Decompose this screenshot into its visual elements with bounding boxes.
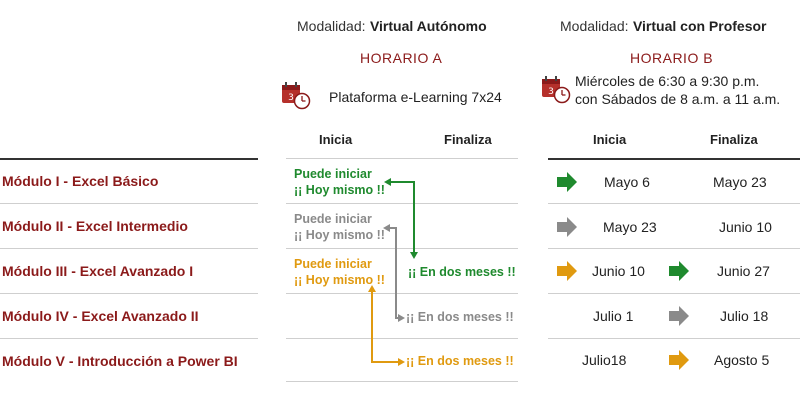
svg-text:3: 3 [548, 87, 554, 97]
col-a-end: Finaliza [444, 132, 492, 147]
right-arrow-icon [557, 261, 577, 281]
right-arrow-icon [557, 217, 577, 237]
divider [0, 293, 258, 294]
divider [286, 248, 518, 249]
col-a-start: Inicia [319, 132, 353, 147]
module-name: Módulo IV - Excel Avanzado II [2, 308, 199, 324]
b-start-cell: Junio 10 [592, 263, 645, 279]
a-start-cell: Puede iniciar ¡¡ Hoy mismo !! [294, 212, 385, 242]
b-end-cell: Junio 27 [717, 263, 770, 279]
right-arrow-icon [669, 350, 689, 370]
divider [548, 338, 800, 339]
a-end-cell: ¡¡ En dos meses !! [406, 354, 514, 368]
horario-a-title: HORARIO A [360, 50, 443, 66]
divider [548, 248, 800, 249]
divider [286, 293, 518, 294]
right-arrow-icon [669, 261, 689, 281]
divider [286, 381, 518, 382]
divider [286, 203, 518, 204]
divider [0, 158, 258, 160]
divider [286, 338, 518, 339]
horario-b-info: Miércoles de 6:30 a 9:30 p.m. con Sábado… [575, 73, 781, 107]
modalidad-a: Modalidad: Virtual Autónomo [297, 18, 487, 34]
b-end-cell: Junio 10 [719, 219, 772, 235]
col-b-start: Inicia [593, 132, 627, 147]
divider [0, 248, 258, 249]
module-name: Módulo V - Introducción a Power BI [2, 353, 238, 369]
b-start-cell: Mayo 23 [603, 219, 657, 235]
module-name: Módulo II - Excel Intermedio [2, 218, 188, 234]
calendar-clock-icon: 3 [282, 82, 311, 110]
a-end-cell: ¡¡ En dos meses !! [408, 265, 516, 279]
right-arrow-icon [557, 172, 577, 192]
b-end-cell: Julio 18 [720, 308, 769, 324]
b-end-cell: Mayo 23 [713, 174, 767, 190]
module-name: Módulo III - Excel Avanzado I [2, 263, 194, 279]
divider [0, 203, 258, 204]
divider [548, 158, 800, 160]
b-start-cell: Julio 1 [593, 308, 634, 324]
divider [0, 338, 258, 339]
divider [548, 203, 800, 204]
right-arrow-icon [669, 306, 689, 326]
horario-b-title: HORARIO B [630, 50, 714, 66]
a-start-cell: Puede iniciar ¡¡ Hoy mismo !! [294, 257, 385, 287]
calendar-clock-icon: 3 [542, 76, 571, 104]
horario-a-info: Plataforma e-Learning 7x24 [329, 89, 502, 105]
module-name: Módulo I - Excel Básico [2, 173, 159, 189]
svg-text:3: 3 [288, 93, 294, 103]
divider [286, 158, 518, 159]
b-end-cell: Agosto 5 [714, 352, 770, 368]
modalidad-b: Modalidad: Virtual con Profesor [560, 18, 767, 34]
col-b-end: Finaliza [710, 132, 758, 147]
b-start-cell: Mayo 6 [604, 174, 650, 190]
a-end-cell: ¡¡ En dos meses !! [406, 310, 514, 324]
b-start-cell: Julio18 [582, 352, 627, 368]
a-start-cell: Puede iniciar ¡¡ Hoy mismo !! [294, 167, 385, 197]
divider [548, 293, 800, 294]
